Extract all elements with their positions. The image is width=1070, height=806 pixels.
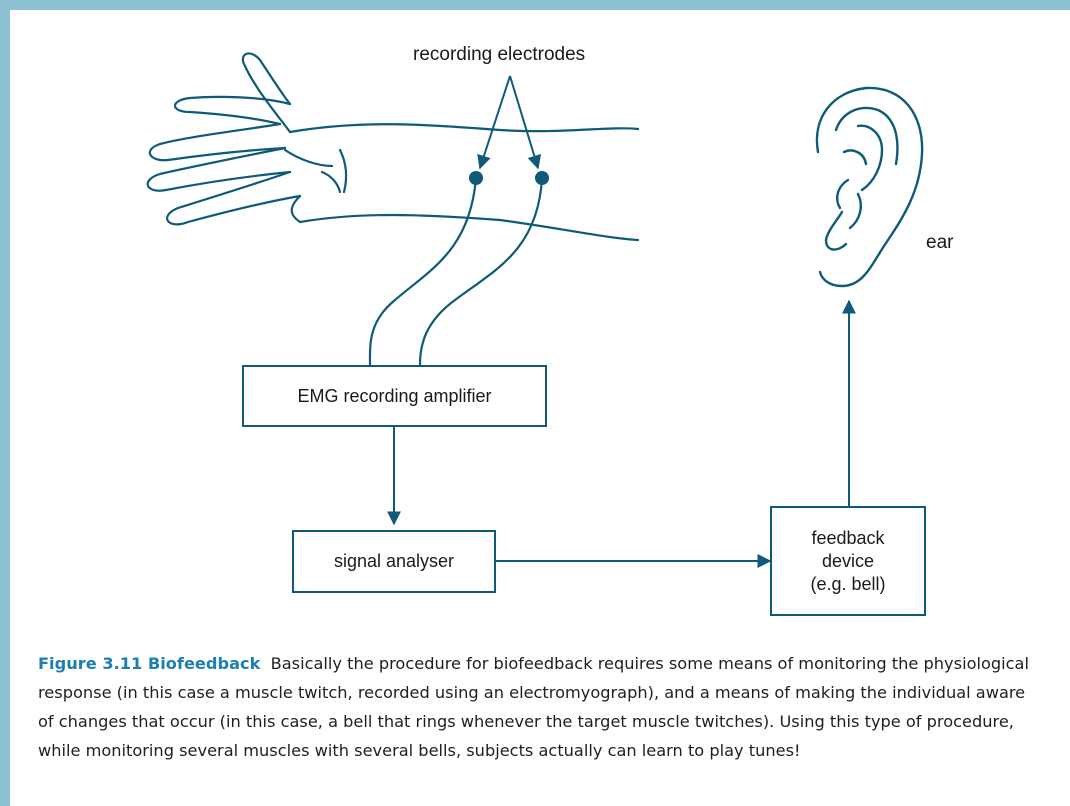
signal-analyser-box: signal analyser	[292, 530, 496, 593]
feedback-label-line3: (e.g. bell)	[810, 573, 885, 596]
signal-analyser-label: signal analyser	[334, 550, 454, 573]
emg-amplifier-label: EMG recording amplifier	[297, 385, 491, 408]
electrode-pointer-right	[510, 76, 538, 168]
ear-illustration	[817, 88, 922, 286]
feedback-label-line1: feedback	[811, 527, 884, 550]
figure-caption: Figure 3.11 Biofeedback Basically the pr…	[38, 649, 1038, 765]
electrode-pointer-left	[480, 76, 510, 168]
emg-amplifier-box: EMG recording amplifier	[242, 365, 547, 427]
ear-label: ear	[926, 232, 953, 254]
electrode-wire-right	[420, 178, 542, 365]
electrodes-label: recording electrodes	[413, 44, 585, 66]
arm-illustration	[148, 53, 638, 240]
feedback-device-box: feedback device (e.g. bell)	[770, 506, 926, 616]
caption-title: Figure 3.11 Biofeedback	[38, 654, 260, 673]
electrode-wire-left	[370, 178, 476, 365]
feedback-label-line2: device	[822, 550, 874, 573]
